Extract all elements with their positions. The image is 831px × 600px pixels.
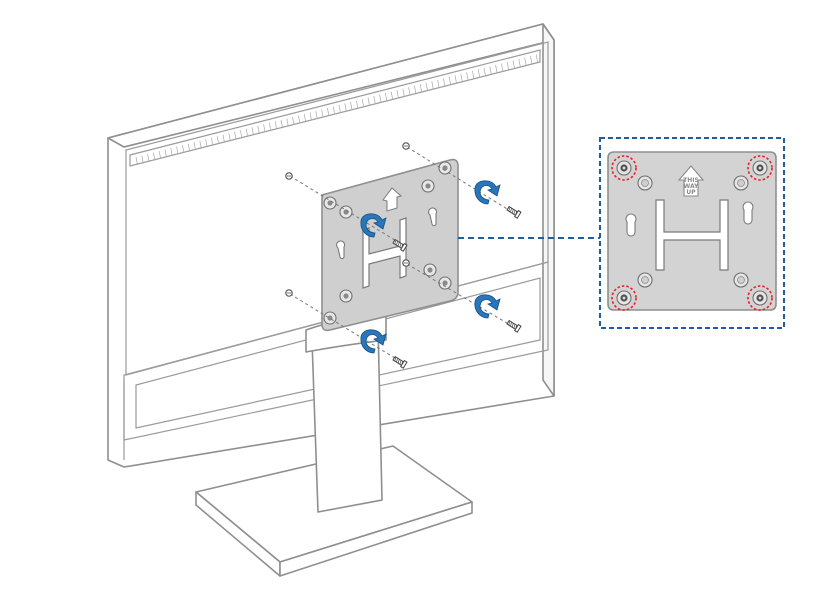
screw-guide-lines	[289, 146, 513, 361]
screw-icon	[402, 142, 410, 150]
vent-slots	[135, 54, 539, 166]
mount-hole	[423, 263, 437, 277]
badge-line-3: UP	[686, 189, 696, 196]
mount-hole	[637, 272, 653, 288]
badge-line-1: THIS	[683, 177, 699, 184]
mount-hole	[733, 175, 749, 191]
mount-hole	[733, 272, 749, 288]
this-way-up-arrow-icon	[677, 165, 705, 197]
mount-hole	[421, 179, 435, 193]
mount-hole	[323, 196, 337, 210]
highlighted-mount-hole	[747, 285, 773, 311]
rotate-arrow-icon	[360, 329, 387, 354]
mount-hole	[339, 289, 353, 303]
screw-icon	[285, 289, 293, 297]
highlighted-mount-hole	[611, 285, 637, 311]
monitor-vent-grille	[129, 49, 541, 167]
screw-icon	[392, 355, 408, 369]
badge-line-2: WAY	[684, 183, 699, 190]
rotate-arrow-icon	[474, 294, 501, 319]
rotate-arrow-icon	[360, 213, 387, 238]
rotate-arrow-icon	[474, 180, 501, 205]
mount-hole	[438, 161, 452, 175]
screw-icon	[506, 205, 522, 219]
rotation-arrows	[360, 180, 501, 354]
vesa-mount-plate	[321, 158, 459, 332]
callout-mount-holes	[611, 155, 773, 311]
screw-icon	[506, 319, 522, 333]
mount-hole	[438, 276, 452, 290]
this-way-up-arrow-icon	[382, 187, 403, 212]
mount-hole	[637, 175, 653, 191]
this-way-up-badge: THIS WAY UP	[677, 165, 705, 197]
mount-hole	[323, 311, 337, 325]
screws	[285, 142, 522, 369]
screw-icon	[285, 172, 293, 180]
plate-mount-holes	[323, 161, 452, 325]
highlighted-mount-hole	[611, 155, 637, 181]
screw-icon	[402, 259, 410, 267]
highlighted-mount-hole	[747, 155, 773, 181]
screw-icon	[392, 238, 408, 252]
